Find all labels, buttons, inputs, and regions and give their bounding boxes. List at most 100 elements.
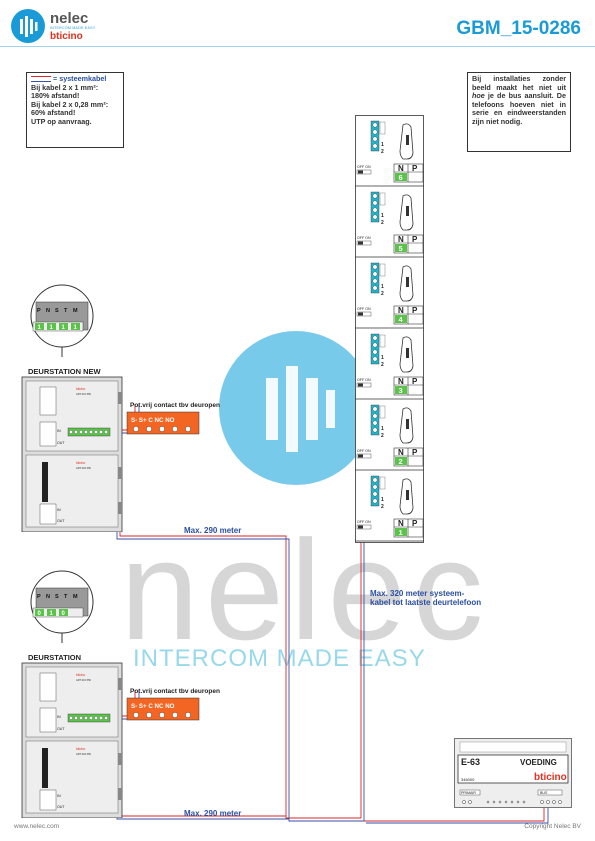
phone-terminal-screw [372,271,378,277]
phone-terminal-screw [372,491,378,497]
relay-terminal-screw [185,426,191,432]
brand-tagline: INTERCOM MADE EASY [50,26,96,30]
phone-terminal-screw [372,129,378,135]
phone-terminal-label-box [379,405,386,419]
relay-terminal-screw [133,712,139,718]
psu-bus-box [537,789,563,796]
cable-note: = systeemkabel Bij kabel 2 x 1 mm²: 180%… [26,72,124,148]
port-out-label: OUT [57,727,65,731]
phone-terminal-block [370,475,380,507]
housing-clip [118,467,122,479]
document-code: GBM_15-0286 [456,18,581,39]
off-on-switch [356,382,372,388]
footer-copyright: Copyright Nelec BV [524,823,581,830]
handset-grip-icon [406,348,409,358]
off-on-switch-knob [358,241,363,245]
phone-terminal-screw [372,498,378,504]
station-terminal-screw [99,716,103,720]
audio-module-port [39,421,57,447]
push-module-code: ART.332 650 [76,466,92,470]
phone-terminal-screw [372,335,378,341]
off-on-label: OFF ON [357,449,371,453]
p-column-label: P [412,448,418,457]
phone-terminal-screw [372,356,378,362]
watermark-logo-icon [219,331,373,485]
phone-terminal-screw [372,143,378,149]
handset-grip-icon [406,206,409,216]
relay-terminal-screw [159,712,165,718]
station-terminal-screw [104,430,108,434]
brand-name: nelec [50,10,89,27]
phone-terminal-label-box [379,121,386,135]
audio-module-port [39,707,57,733]
phone-terminal-block [370,404,380,436]
phone-terminal-block [370,120,380,152]
port-in-label: IN [57,715,61,719]
dip-switch-value-cell [59,323,68,330]
port-out-label: OUT [57,441,65,445]
off-on-label: OFF ON [357,307,371,311]
phone-terminal-label: 2 [381,149,384,155]
psu-code: 346000 [461,777,475,782]
off-on-switch-knob [358,525,363,529]
relay-terminal-screw [146,712,152,718]
n-column-label: N [398,306,404,315]
relay-terminal-screw [133,426,139,432]
handset-grip-icon [406,277,409,287]
off-on-label: OFF ON [357,520,371,524]
handset-grip-icon [406,135,409,145]
handset-grip-icon [406,490,409,500]
psu-model: E-63 [461,757,480,767]
psu-bus-label: BUS [540,791,548,795]
n-column-label: N [398,235,404,244]
audio-module-code: ART.331 550 [76,392,92,396]
phone-terminal-label: 1 [381,426,384,432]
nelec-logo-icon [11,9,45,43]
cable-upper-red [119,532,361,819]
dip-switch-value-cell [47,609,56,616]
phone-address-cell [395,173,407,181]
housing-clip [118,678,122,690]
phone-terminal-label: 1 [381,213,384,219]
psu-primary-box [459,789,481,796]
n-column-label: N [398,519,404,528]
phone-address-cell [395,386,407,394]
cable-note-line: Bij kabel 2 x 1 mm²: [31,82,99,92]
audio-module-switches [39,386,57,416]
station-terminal-screw [79,430,83,434]
port-out-label: OUT [57,519,65,523]
phone-address-cell [395,244,407,252]
max-distance-label-upper: Max. 290 meter [184,526,242,535]
station-terminal-screw [89,716,93,720]
station-terminal-screw [104,716,108,720]
relay-terminal-labels: S- S+ C NC NO [131,417,175,424]
cable-psu-red [364,806,545,822]
phone-number: 2 [399,457,403,466]
phone-number: 1 [399,528,403,537]
port-in-label: IN [57,429,61,433]
dip-switch-value: 1 [50,325,54,331]
p-column-label: P [412,306,418,315]
off-on-switch-knob [358,383,363,387]
dip-switch-value: 1 [50,611,54,617]
phone-terminal-screw [372,207,378,213]
bus-note-emphasis: hoe [472,91,485,101]
dip-switch-value-cell [71,323,80,330]
dip-switch-value-cell [59,609,68,616]
phone-terminal-screw [372,278,378,284]
p-column-label: P [412,377,418,386]
push-module-code: ART.332 650 [76,752,92,756]
phone-number: 6 [399,173,403,182]
phone-address-cell [395,315,407,323]
housing-clip [118,788,122,800]
phone-terminal-screw [372,122,378,128]
off-on-label: OFF ON [357,165,371,169]
phone-terminal-label-box [379,263,386,277]
relay-terminal-screw [185,712,191,718]
phone-terminal-block [370,333,380,365]
psu-title: VOEDING [520,758,557,767]
station-terminal-screw [94,430,98,434]
n-column-label: N [398,448,404,457]
